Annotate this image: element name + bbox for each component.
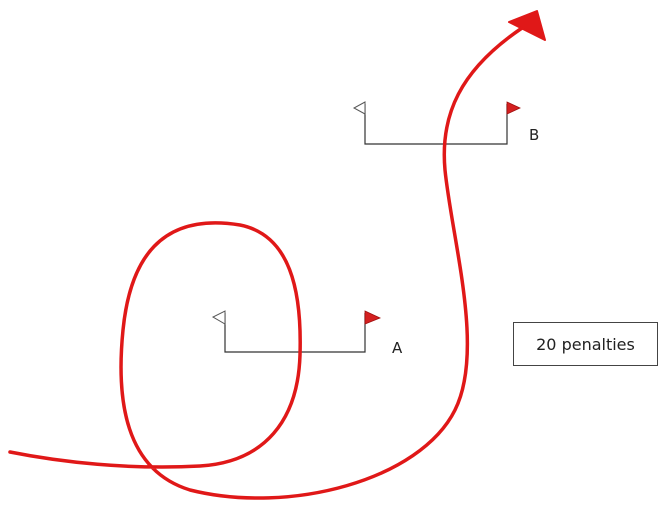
gate-a-white-flag — [211, 310, 226, 325]
penalty-text: 20 penalties — [536, 334, 635, 354]
gate-a-red-flag — [364, 310, 382, 325]
path-arrowhead — [508, 10, 546, 41]
gate-b-white-flag — [352, 101, 366, 115]
gate-b-red-flag — [506, 101, 521, 115]
gate-a-label: A — [392, 339, 403, 357]
gate-a-line — [224, 313, 366, 353]
gate-b-label: B — [529, 126, 540, 144]
penalty-box: 20 penalties — [513, 322, 658, 366]
gate-a — [211, 310, 382, 353]
gate-b-line — [364, 104, 508, 145]
gate-b — [352, 101, 521, 145]
course-path — [8, 26, 524, 500]
